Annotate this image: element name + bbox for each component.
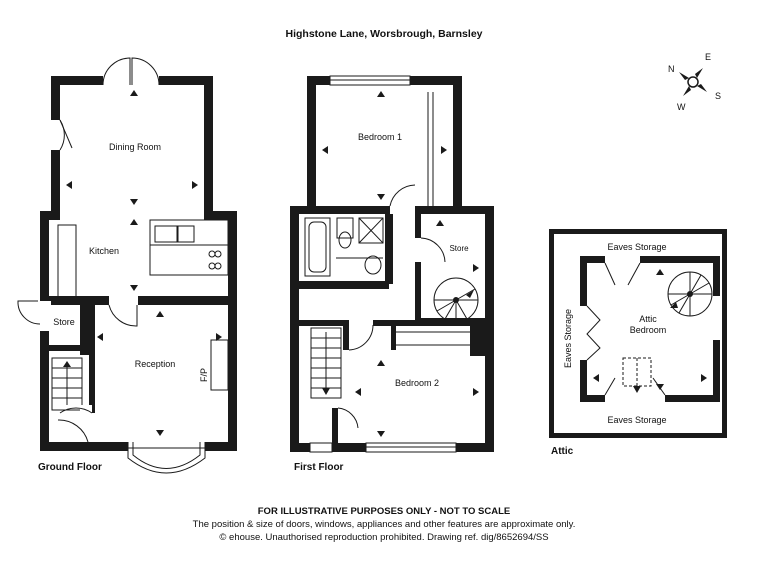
disclaimer-heading: FOR ILLUSTRATIVE PURPOSES ONLY - NOT TO … <box>257 506 511 517</box>
bedroom-2-label: Bedroom 2 <box>395 378 439 388</box>
ground-floor-label: Ground Floor <box>38 462 102 473</box>
copyright-text: © ehouse. Unauthorised reproduction proh… <box>219 532 549 543</box>
attic-eaves-top-label: Eaves Storage <box>607 242 666 252</box>
attic-plan: Eaves Storage Eaves Storage Eaves Storag… <box>549 229 727 457</box>
first-floor-plan: Bedroom 1 Store Bedroom 2 First Floor <box>290 75 494 473</box>
plan-title: Highstone Lane, Worsbrough, Barnsley <box>286 28 483 40</box>
bedroom-1-label: Bedroom 1 <box>358 132 402 142</box>
compass-s: S <box>715 91 721 101</box>
compass-n: N <box>668 64 675 74</box>
attic-eaves-left-label: Eaves Storage <box>563 309 573 368</box>
ground-floor-plan: Dining Room Kitchen Store Reception F/P … <box>17 57 237 474</box>
dining-room-label: Dining Room <box>109 142 161 152</box>
compass-w: W <box>677 102 686 112</box>
attic-bedroom-label-line1: Attic <box>639 314 657 324</box>
attic-floor-label: Attic <box>551 446 574 457</box>
first-floor-label: First Floor <box>294 462 344 473</box>
ground-store-label: Store <box>53 317 75 327</box>
fireplace-label: F/P <box>199 368 209 382</box>
compass-icon: N E S W <box>668 52 721 112</box>
attic-bedroom-label-line2: Bedroom <box>630 325 667 335</box>
first-store-label: Store <box>449 244 469 253</box>
reception-label: Reception <box>135 359 176 369</box>
disclaimer-text: The position & size of doors, windows, a… <box>192 519 576 530</box>
kitchen-label: Kitchen <box>89 246 119 256</box>
compass-e: E <box>705 52 711 62</box>
attic-eaves-bottom-label: Eaves Storage <box>607 415 666 425</box>
